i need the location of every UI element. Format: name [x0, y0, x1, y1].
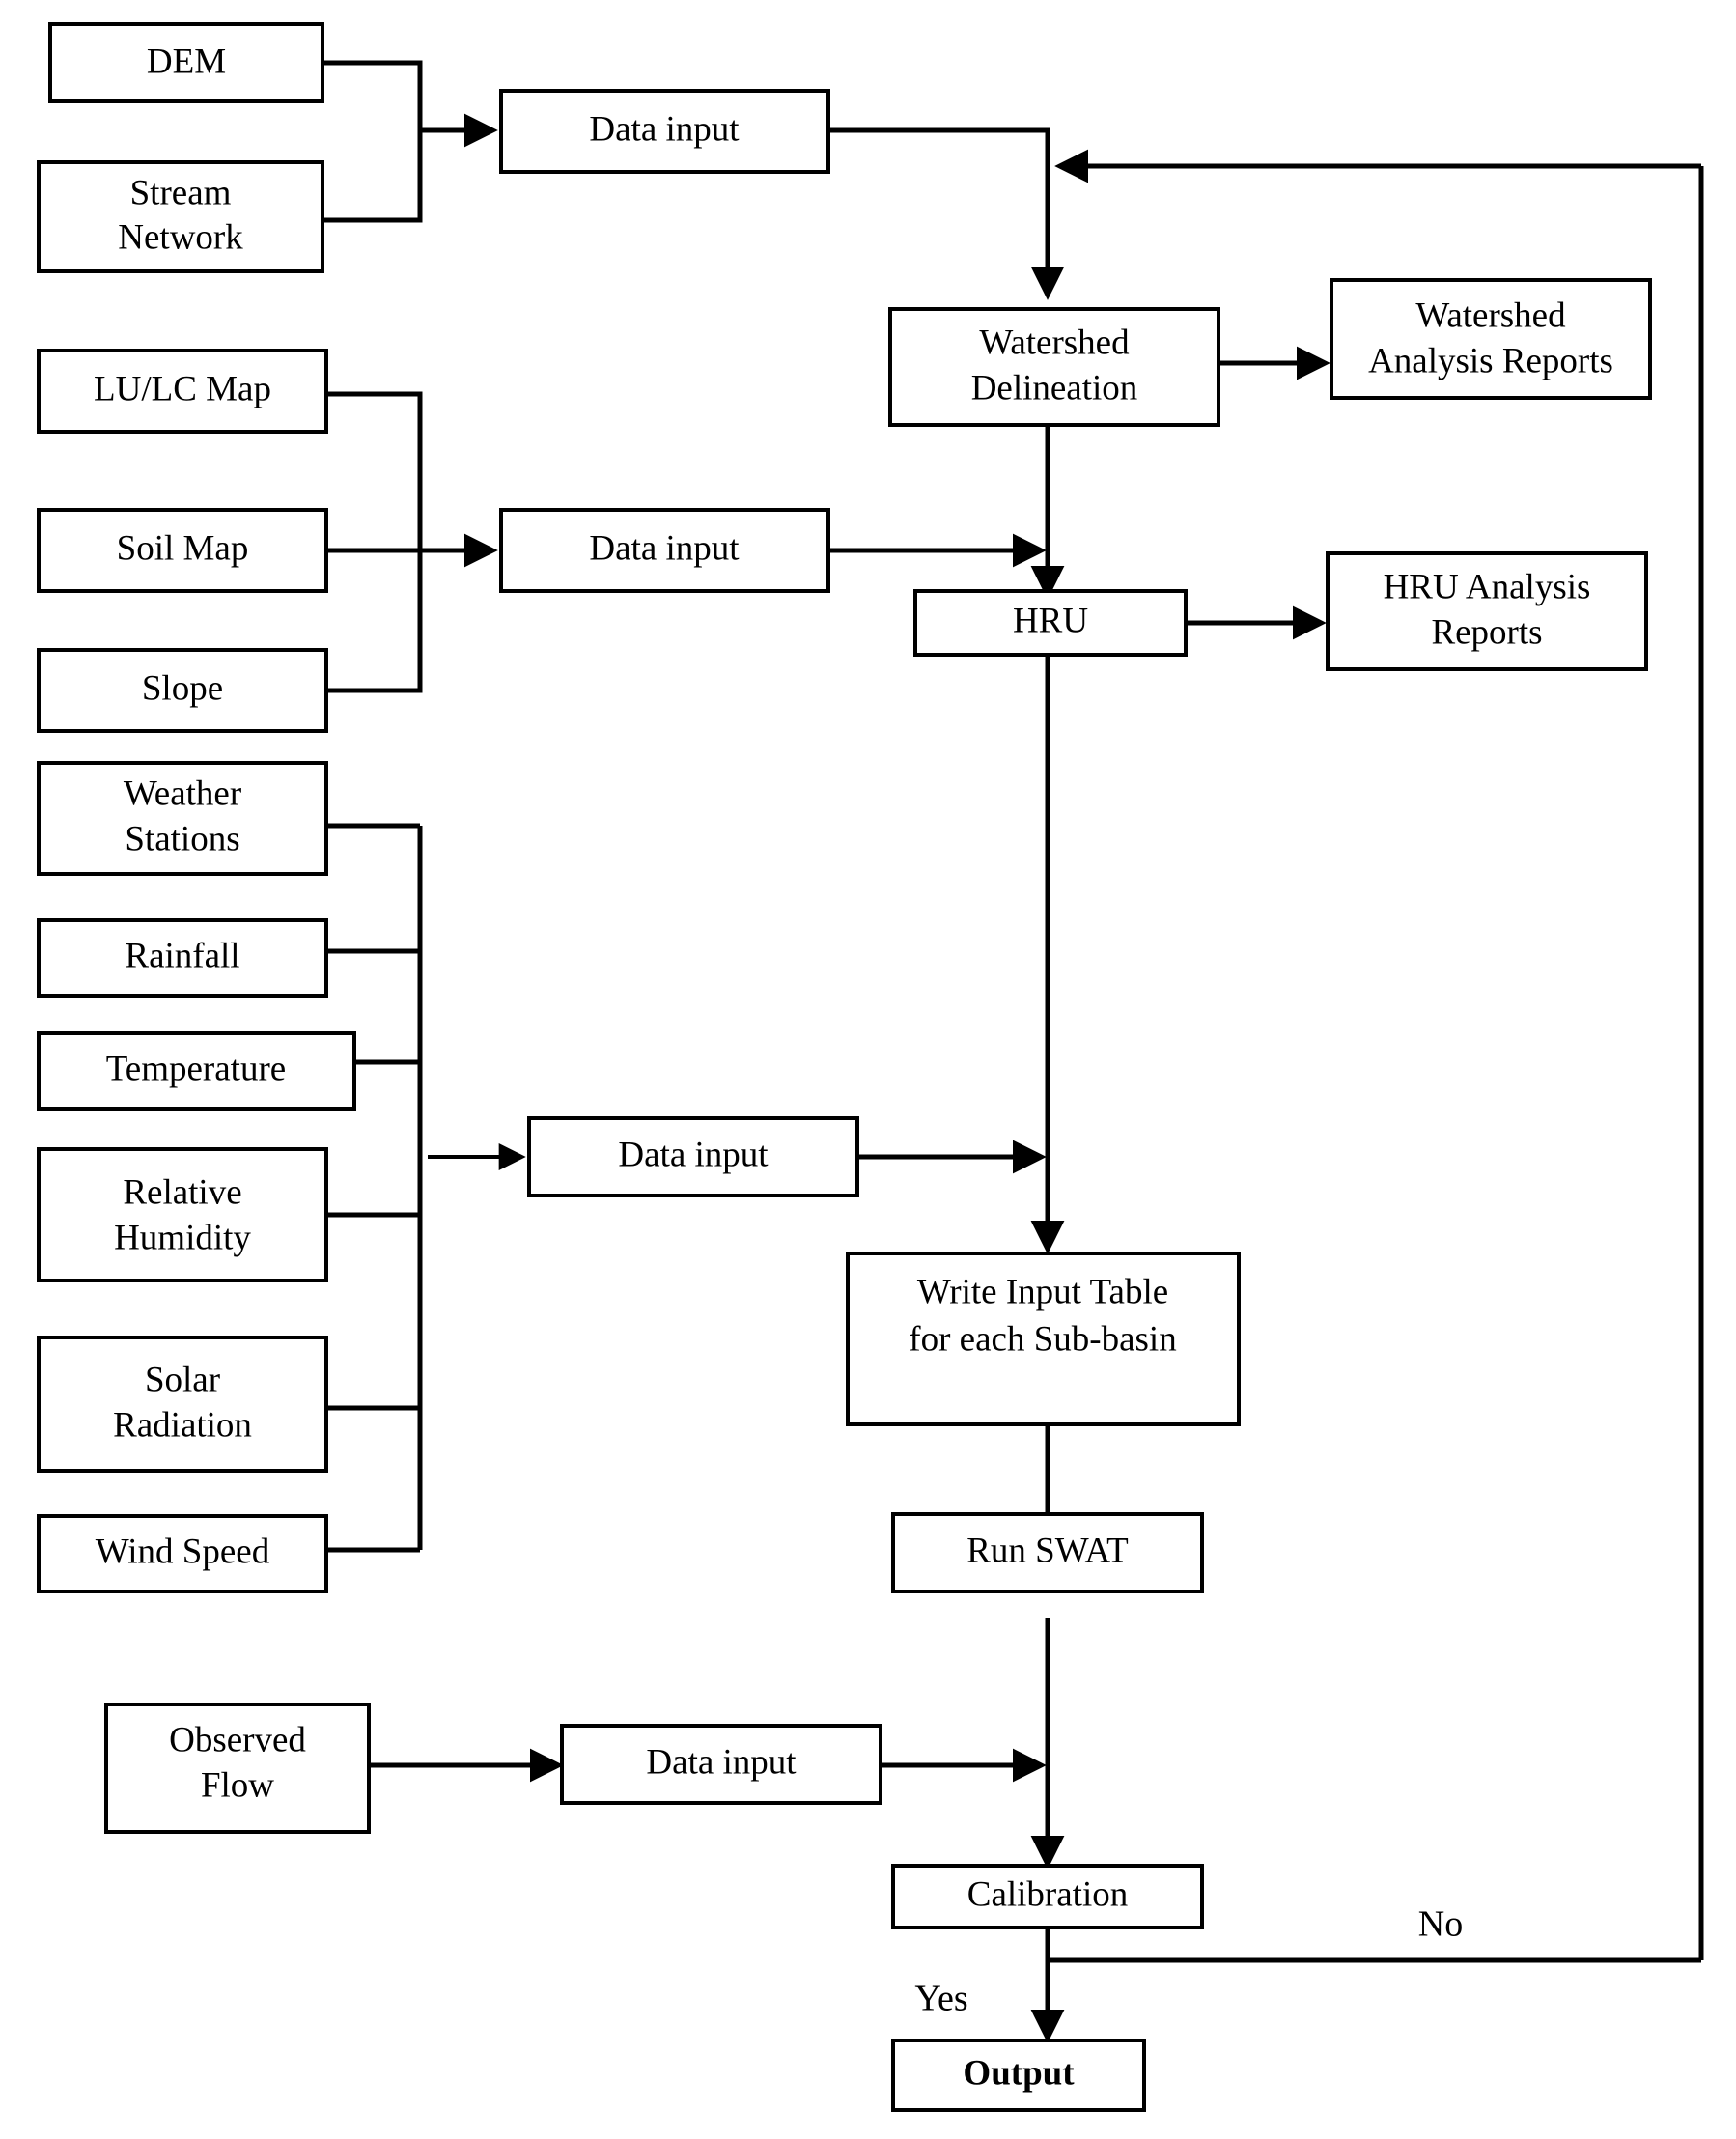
node-run-swat[interactable]: Run SWAT	[891, 1512, 1204, 1593]
node-calibration[interactable]: Calibration	[891, 1864, 1204, 1929]
node-solar-radiation-label-line2: Radiation	[113, 1405, 252, 1445]
node-soil-map[interactable]: Soil Map	[37, 508, 328, 593]
node-data-input-1[interactable]: Data input	[499, 89, 830, 174]
node-stream-network-label-line2: Network	[118, 217, 243, 257]
node-data-input-2[interactable]: Data input	[499, 508, 830, 593]
node-run-swat-label: Run SWAT	[966, 1531, 1129, 1570]
node-observed-flow-label-line1: Observed	[169, 1720, 306, 1759]
node-data-input-4-label: Data input	[646, 1742, 797, 1782]
node-hru-label: HRU	[1013, 601, 1088, 640]
node-solar-radiation-label-line1: Solar	[145, 1360, 220, 1399]
node-rainfall-label: Rainfall	[125, 936, 239, 975]
node-hru-analysis-reports-label-line1: HRU Analysis	[1384, 567, 1591, 606]
node-observed-flow[interactable]: Observed Flow	[104, 1703, 371, 1834]
node-hru[interactable]: HRU	[913, 589, 1188, 657]
edge-slope-to-bus2	[326, 550, 423, 693]
node-stream-network[interactable]: Stream Network	[37, 160, 324, 273]
node-data-input-3[interactable]: Data input	[527, 1116, 859, 1197]
node-data-input-4[interactable]: Data input	[560, 1724, 882, 1805]
node-data-input-1-label: Data input	[589, 109, 740, 149]
node-watershed-analysis-reports-label-line1: Watershed	[1415, 296, 1566, 335]
node-observed-flow-label-line2: Flow	[201, 1765, 274, 1805]
node-lulc-map[interactable]: LU/LC Map	[37, 349, 328, 434]
node-watershed-analysis-reports[interactable]: Watershed Analysis Reports	[1330, 278, 1652, 400]
edge-stream-to-bus	[322, 130, 423, 223]
edge-dem-to-bus	[322, 60, 423, 130]
node-data-input-2-label: Data input	[589, 528, 740, 568]
node-slope-label: Slope	[142, 668, 223, 708]
node-lulc-map-label: LU/LC Map	[94, 369, 271, 408]
node-dem-label: DEM	[147, 42, 226, 81]
node-weather-stations-label-line1: Weather	[124, 774, 241, 813]
node-data-input-3-label: Data input	[618, 1135, 769, 1174]
node-relative-humidity-label-line1: Relative	[123, 1172, 241, 1212]
node-weather-stations[interactable]: Weather Stations	[37, 761, 328, 876]
node-relative-humidity-label-line2: Humidity	[114, 1218, 251, 1257]
node-wind-speed-label: Wind Speed	[96, 1532, 270, 1571]
node-dem[interactable]: DEM	[48, 22, 324, 103]
node-output[interactable]: Output	[891, 2039, 1146, 2112]
branch-label-no: No	[1418, 1904, 1463, 1945]
node-hru-analysis-reports-label-line2: Reports	[1431, 612, 1542, 652]
edge-lulc-to-bus2	[326, 391, 423, 550]
node-weather-stations-label-line2: Stations	[125, 819, 239, 858]
node-stream-network-label-line1: Stream	[130, 173, 232, 212]
node-write-input-table-label-line2: for each Sub-basin	[909, 1319, 1176, 1359]
node-solar-radiation[interactable]: Solar Radiation	[37, 1336, 328, 1473]
node-watershed-delineation[interactable]: Watershed Delineation	[888, 307, 1220, 427]
node-watershed-delineation-label-line2: Delineation	[971, 368, 1138, 408]
node-slope[interactable]: Slope	[37, 648, 328, 733]
node-output-label: Output	[963, 2053, 1075, 2093]
node-temperature-label: Temperature	[106, 1049, 286, 1088]
node-calibration-label: Calibration	[967, 1874, 1128, 1914]
edge-feedback-return-to-top	[1054, 149, 1704, 1960]
node-watershed-analysis-reports-label-line2: Analysis Reports	[1368, 341, 1613, 380]
node-hru-analysis-reports[interactable]: HRU Analysis Reports	[1326, 551, 1648, 671]
node-temperature[interactable]: Temperature	[37, 1031, 356, 1111]
node-wind-speed[interactable]: Wind Speed	[37, 1514, 328, 1593]
node-relative-humidity[interactable]: Relative Humidity	[37, 1147, 328, 1282]
node-soil-map-label: Soil Map	[117, 528, 249, 568]
node-write-input-table-label-line1: Write Input Table	[917, 1272, 1168, 1311]
node-rainfall[interactable]: Rainfall	[37, 918, 328, 998]
node-write-input-table[interactable]: Write Input Table for each Sub-basin	[846, 1252, 1241, 1426]
branch-label-yes: Yes	[914, 1979, 967, 2019]
edge-data-input-1-to-watershed-delineation	[828, 127, 1065, 300]
node-watershed-delineation-label-line1: Watershed	[979, 323, 1130, 362]
